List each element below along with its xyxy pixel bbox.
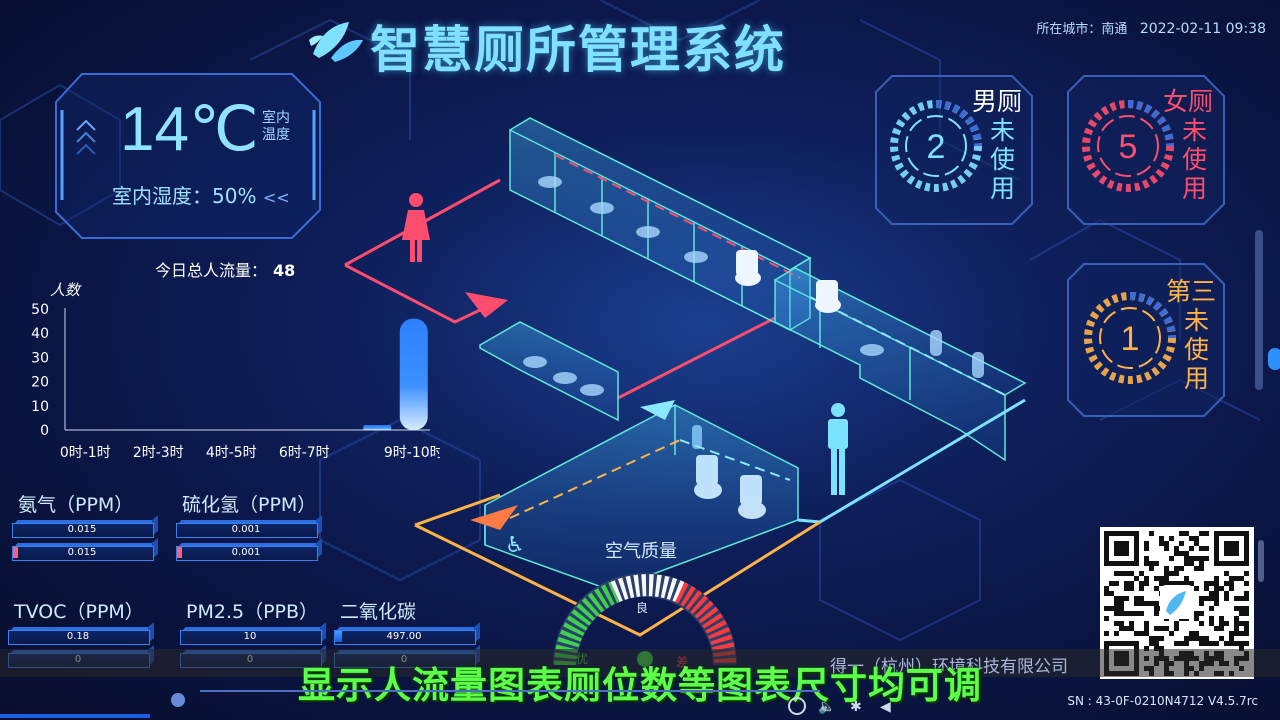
- scrollbar-track[interactable]: [1255, 230, 1263, 390]
- temperature-label: 室内温度: [262, 110, 290, 143]
- sensor-value-bar-secondary: 0.015: [12, 537, 160, 561]
- scrollbar-track-lower[interactable]: [1258, 540, 1264, 582]
- restroom-count: 5: [1119, 128, 1138, 166]
- back-icon[interactable]: ◀: [880, 699, 891, 715]
- daily-flow: 今日总人流量： 48: [155, 257, 295, 281]
- third-restroom-name: 第三: [1166, 277, 1217, 306]
- restroom-count: 2: [927, 128, 946, 166]
- page-title: 智慧厕所管理系统: [370, 21, 786, 79]
- air-quality-label: 空气质量: [605, 541, 677, 562]
- sensor-title: PM2.5（PPB）: [186, 601, 319, 623]
- chart-ytick: 10: [31, 399, 49, 415]
- sensor-value-bar: 0.001: [176, 514, 324, 538]
- caption-text: 显示人流量图表厕位数等图表尺寸均可调: [298, 664, 982, 707]
- restroom-floor-plan: ♿: [344, 117, 1027, 637]
- city-label: 所在城市：南通: [1036, 22, 1128, 37]
- sensor-title: 硫化氢（PPM）: [182, 494, 317, 516]
- company-name: 得一（杭州）环境科技有限公司: [830, 657, 1068, 677]
- third-restroom-gauge: 1: [1082, 290, 1178, 390]
- sensor-value-bar: 10: [180, 621, 328, 645]
- male-person-icon: [828, 403, 848, 495]
- flow-bar-chart: 人数 50 40 30 20 10 0 0时-1时 2时-3时 4时-5时 6时-7时 9时-10…: [31, 281, 440, 461]
- caption-band: [0, 649, 1280, 677]
- chart-ytick: 50: [31, 302, 49, 318]
- chart-ytick: 30: [31, 350, 49, 366]
- chart-xtick: 6时-7时: [279, 445, 330, 461]
- sensor-tvoc: TVOC（PPM）0.180: [8, 597, 154, 668]
- scroll-handle[interactable]: [1268, 348, 1280, 370]
- chevron-left-icon: <<: [262, 188, 290, 207]
- chart-xtick: 0时-1时: [60, 445, 111, 461]
- third-restroom-status: 未使用: [1184, 306, 1210, 393]
- chart-ytick: 40: [31, 326, 49, 342]
- female-restroom-gauge: 5: [1080, 98, 1176, 198]
- daily-flow-total: 48: [273, 261, 296, 280]
- chart-xtick: 4时-5时: [206, 445, 257, 461]
- add-icon[interactable]: [788, 697, 806, 715]
- sensor-value-bar: 497.00: [334, 621, 482, 645]
- wheelchair-icon: ♿: [505, 533, 525, 558]
- air-quality-mid: 良: [636, 601, 649, 615]
- datetime: 2022-02-11 09:38: [1139, 21, 1266, 37]
- female-restroom-name: 女厕: [1163, 87, 1214, 116]
- volume-icon[interactable]: 🔈: [818, 699, 835, 715]
- female-person-icon: [402, 193, 430, 262]
- chart-xtick: 2时-3时: [133, 445, 184, 461]
- temperature-panel-frame: [55, 73, 321, 239]
- humidity-text: 室内湿度：50% <<: [112, 180, 290, 209]
- footer-decoration: 🔈 ✱ ◀: [0, 690, 891, 718]
- chart-xtick: 9时-10时: [384, 445, 440, 461]
- user-icon[interactable]: [171, 693, 185, 707]
- chart-ylabel: 人数: [50, 281, 82, 299]
- sensor-value-bar-secondary: 0.001: [176, 537, 324, 561]
- city-datetime: 所在城市：南通 2022-02-11 09:38: [1036, 18, 1266, 37]
- bluetooth-icon[interactable]: ✱: [850, 699, 862, 715]
- sensor-title: 二氧化碳: [340, 601, 417, 623]
- sensor-pm25: PM2.5（PPB）100: [180, 597, 326, 668]
- chart-ytick: 0: [40, 423, 49, 439]
- temperature-value: 14℃: [120, 95, 259, 164]
- male-restroom-status: 未使用: [990, 116, 1016, 203]
- sensor-title: 氨气（PPM）: [18, 494, 134, 516]
- sensor-value-bar: 0.18: [8, 621, 156, 645]
- female-restroom-status: 未使用: [1182, 116, 1208, 203]
- humidity-value: 室内湿度：50%: [112, 184, 257, 208]
- leaf-logo-icon: [309, 22, 363, 62]
- chart-ytick: 20: [31, 375, 49, 391]
- chevron-up-icon: [76, 119, 96, 155]
- female-arrow-icon: [465, 292, 508, 318]
- chart-bar: [399, 318, 428, 430]
- male-restroom-name: 男厕: [972, 87, 1023, 116]
- serial-number: SN : 43-0F-0210N4712 V4.5.7rc: [1067, 694, 1258, 708]
- sensor-title: TVOC（PPM）: [14, 601, 144, 623]
- chart-bar: [363, 425, 392, 430]
- restroom-count: 1: [1121, 320, 1140, 358]
- daily-flow-label: 今日总人流量：: [155, 261, 268, 280]
- sensor-value-bar: 0.015: [12, 514, 160, 538]
- male-restroom-gauge: 2: [888, 98, 984, 198]
